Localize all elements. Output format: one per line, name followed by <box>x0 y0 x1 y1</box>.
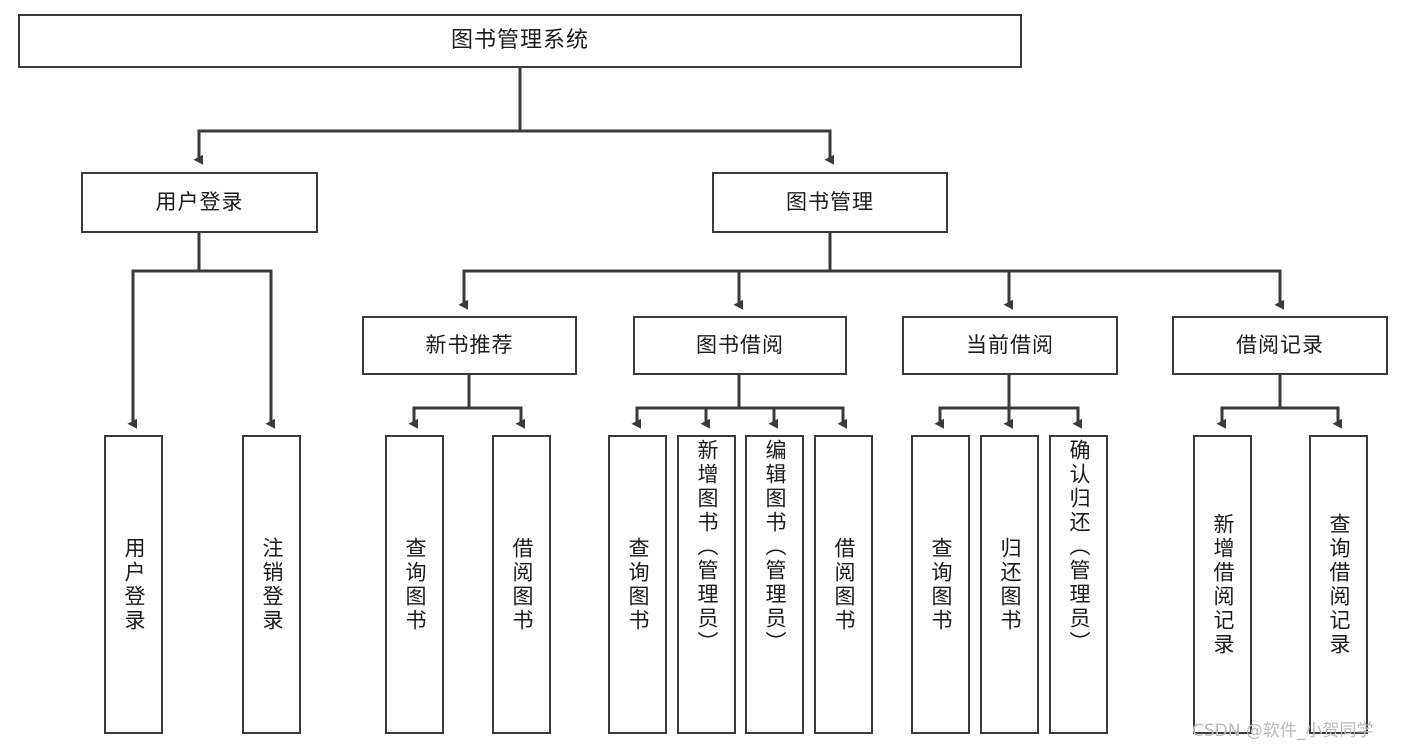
leaf-label-borrow-record-query: 查询借阅记录 <box>1327 512 1351 657</box>
node-label-root: 图书管理系统 <box>450 28 589 54</box>
leaf-label-current-borrow-return: 归还图书 <box>998 536 1022 633</box>
leaf-new-book-borrow[interactable]: 借阅图书 <box>492 435 551 734</box>
leaf-current-borrow-confirm[interactable]: 确认归还（管理员） <box>1049 435 1108 734</box>
leaf-book-borrow-borrow[interactable]: 借阅图书 <box>814 435 873 734</box>
leaf-label-book-borrow-borrow: 借阅图书 <box>832 536 856 633</box>
node-user-login[interactable]: 用户登录 <box>81 172 318 233</box>
leaf-user-login-logout[interactable]: 注销登录 <box>242 435 301 734</box>
leaf-label-user-login-logout: 注销登录 <box>260 536 284 633</box>
leaf-current-borrow-return[interactable]: 归还图书 <box>980 435 1039 734</box>
leaf-borrow-record-query[interactable]: 查询借阅记录 <box>1309 435 1368 734</box>
node-label-borrow-record: 借阅记录 <box>1236 333 1324 358</box>
leaf-user-login-login[interactable]: 用户登录 <box>104 435 163 734</box>
node-label-current-borrow: 当前借阅 <box>966 333 1054 358</box>
node-label-book-borrow: 图书借阅 <box>696 333 784 358</box>
leaf-label-new-book-query: 查询图书 <box>403 536 427 633</box>
leaf-label-borrow-record-add: 新增借阅记录 <box>1211 512 1235 657</box>
leaf-label-book-borrow-add: 新增图书（管理员） <box>695 439 719 655</box>
leaf-label-user-login-login: 用户登录 <box>122 536 146 633</box>
csdn-watermark: CSDN @软件_小贺同学 <box>1192 721 1374 741</box>
leaf-label-book-borrow-edit: 编辑图书（管理员） <box>763 439 787 655</box>
node-label-user-login: 用户登录 <box>155 190 244 215</box>
node-borrow-record[interactable]: 借阅记录 <box>1172 316 1388 375</box>
leaf-label-new-book-borrow: 借阅图书 <box>510 536 534 633</box>
node-new-book-recommend[interactable]: 新书推荐 <box>362 316 577 375</box>
node-label-new-book-recommend: 新书推荐 <box>425 333 514 358</box>
node-label-book-management: 图书管理 <box>786 190 874 215</box>
node-book-management-system[interactable]: 图书管理系统 <box>18 14 1022 68</box>
leaf-label-book-borrow-query: 查询图书 <box>626 536 650 633</box>
node-current-borrow[interactable]: 当前借阅 <box>902 316 1118 375</box>
node-book-management[interactable]: 图书管理 <box>712 172 948 233</box>
leaf-borrow-record-add[interactable]: 新增借阅记录 <box>1193 435 1252 734</box>
leaf-label-current-borrow-query: 查询图书 <box>929 536 953 633</box>
leaf-current-borrow-query[interactable]: 查询图书 <box>911 435 970 734</box>
leaf-book-borrow-edit[interactable]: 编辑图书（管理员） <box>745 435 804 734</box>
node-book-borrow[interactable]: 图书借阅 <box>633 316 847 375</box>
leaf-label-current-borrow-confirm: 确认归还（管理员） <box>1067 439 1091 655</box>
leaf-new-book-query[interactable]: 查询图书 <box>385 435 444 734</box>
leaf-book-borrow-add[interactable]: 新增图书（管理员） <box>677 435 736 734</box>
leaf-book-borrow-query[interactable]: 查询图书 <box>608 435 667 734</box>
